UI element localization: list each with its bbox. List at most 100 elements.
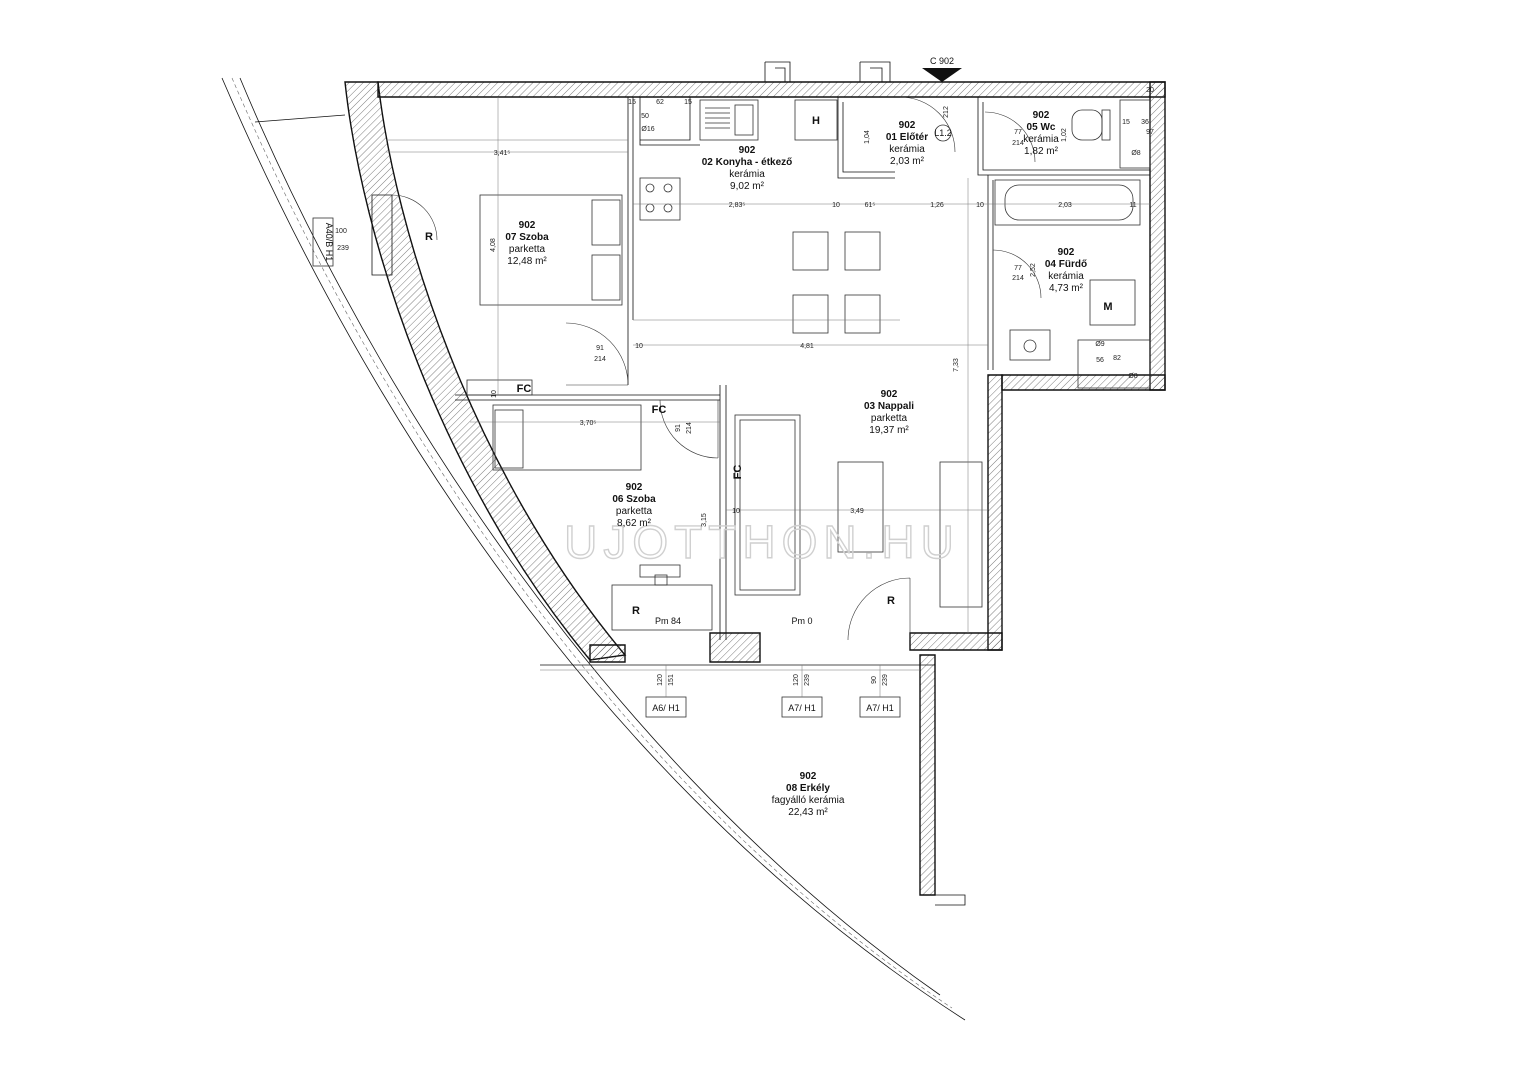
- wall-room06-right: [719, 385, 727, 640]
- room-06-area: 8,62 m²: [617, 518, 652, 529]
- dim-341: 3,41⁵: [494, 150, 511, 157]
- bathtub: [994, 179, 1141, 226]
- dim-370: 3,70⁵: [580, 420, 597, 427]
- fc-box-1: [466, 379, 533, 396]
- room-06-label: 902 06 Szoba parketta 8,62 m²: [612, 482, 656, 529]
- dim-349: 3,49: [850, 508, 864, 515]
- dim-283: 2,83⁵: [729, 202, 746, 209]
- symbol-m: M: [1103, 301, 1112, 313]
- dim-120-a: 120: [657, 674, 664, 686]
- dim-97: 97: [1146, 129, 1154, 136]
- room-07-label: 902 07 Szoba parketta 12,48 m²: [505, 220, 549, 267]
- window-tag-a40-box: [312, 217, 334, 267]
- dim-315: 3,15: [701, 513, 708, 527]
- dim-126: 1,26: [930, 202, 944, 209]
- dim-16: Ø16: [641, 126, 654, 133]
- room-08-area: 22,43 m²: [788, 807, 828, 818]
- dim-8-a: Ø8: [1131, 150, 1140, 157]
- bed-room07: [479, 194, 623, 306]
- dim-91-b: 91: [675, 424, 682, 432]
- room-07-code: 902: [519, 220, 536, 231]
- top-fin-right: [859, 61, 891, 82]
- kitchen-sink: [699, 99, 759, 141]
- room-07-name: 07 Szoba: [505, 232, 549, 243]
- dim-77-b: 77: [1014, 129, 1022, 136]
- room-03-floor: parketta: [871, 413, 908, 424]
- dim-212: 212: [943, 106, 950, 118]
- dim-56: 56: [1096, 357, 1104, 364]
- dim-90: 90: [871, 676, 878, 684]
- dim-15-b: 15: [684, 99, 692, 106]
- room-08-name: 08 Erkély: [786, 783, 830, 794]
- symbol-fc-2: FC: [652, 404, 667, 416]
- tv-unit: [939, 461, 983, 608]
- dim-252: 2,52: [1030, 263, 1037, 277]
- kitchen-counter: [639, 97, 700, 146]
- dim-733: 7,33: [953, 358, 960, 372]
- room-06-floor: parketta: [616, 506, 653, 517]
- room-02-label: 902 02 Konyha - étkező kerámia 9,02 m²: [702, 145, 793, 192]
- dim-214-a: 214: [1012, 275, 1024, 282]
- dim-10-d: 10: [491, 390, 498, 398]
- dim-91-a: 91: [596, 345, 604, 352]
- dim-481: 4,81: [800, 343, 814, 350]
- living-right-wall: [987, 374, 1003, 651]
- dim-239-b: 239: [804, 674, 811, 686]
- dim-10-c: 10: [635, 343, 643, 350]
- room-02-code: 902: [739, 145, 756, 156]
- desk-room06: [611, 564, 713, 631]
- bath-shaft: [1077, 339, 1151, 389]
- room-03-name: 03 Nappali: [864, 401, 914, 412]
- facade-curve-dashed: [231, 77, 953, 1009]
- room-05-code: 902: [1033, 110, 1050, 121]
- room-04-name: 04 Fürdő: [1045, 259, 1087, 270]
- dim-8-b: Ø8: [1128, 373, 1137, 380]
- dim-203: 2,03: [1058, 202, 1072, 209]
- dim-50: 50: [641, 113, 649, 120]
- room-05-label: 902 05 Wc kerámia 1,82 m²: [1023, 110, 1059, 157]
- dim-36: 36: [1141, 119, 1149, 126]
- room-04-area: 4,73 m²: [1049, 283, 1084, 294]
- room-05-name: 05 Wc: [1027, 122, 1056, 133]
- room-05-floor: kerámia: [1023, 134, 1059, 145]
- bottom-wall-left: [589, 644, 626, 663]
- window-room07: [371, 194, 393, 276]
- door-window-room07: [391, 194, 438, 241]
- door-hall: [899, 96, 956, 153]
- door-bath: [992, 249, 1042, 299]
- dim-20: 20: [1146, 87, 1154, 94]
- room-05-area: 1,82 m²: [1024, 146, 1059, 157]
- dim-104: 1,04: [864, 130, 871, 144]
- room-06-code: 902: [626, 482, 643, 493]
- symbol-r-1: R: [425, 231, 433, 243]
- room-03-code: 902: [881, 389, 898, 400]
- l12-circle: [934, 124, 952, 142]
- room-02-area: 9,02 m²: [730, 181, 765, 192]
- level-pm0: Pm 0: [791, 616, 812, 626]
- room-01-floor: kerámia: [889, 144, 925, 155]
- symbol-r-3: R: [887, 595, 895, 607]
- dim-102: 1,02: [1061, 128, 1068, 142]
- sofa: [734, 414, 801, 596]
- dim-10-e: 10: [732, 508, 740, 515]
- symbol-fc-3: FC: [732, 465, 744, 480]
- wall-bath-left: [987, 175, 994, 370]
- room-03-label: 902 03 Nappali parketta 19,37 m²: [864, 389, 914, 436]
- room-04-code: 902: [1058, 247, 1075, 258]
- dim-15-a: 15: [628, 99, 636, 106]
- watermark: UJOTTHON.HU: [564, 516, 960, 568]
- bed-room06: [492, 404, 642, 471]
- living-bottom-right-wall: [909, 632, 1003, 651]
- dim-239-c: 239: [882, 674, 889, 686]
- room-01-area: 2,03 m²: [890, 156, 925, 167]
- room-03-area: 19,37 m²: [869, 425, 909, 436]
- wall-wc: [977, 97, 1150, 176]
- dim-214-b: 214: [1012, 140, 1024, 147]
- section-arrow: [922, 68, 962, 82]
- dim-62: 62: [656, 99, 664, 106]
- section-mark: C 902: [930, 56, 954, 66]
- room-07-floor: parketta: [509, 244, 546, 255]
- door-room06: [659, 399, 719, 459]
- bottom-wall-mid: [709, 632, 761, 663]
